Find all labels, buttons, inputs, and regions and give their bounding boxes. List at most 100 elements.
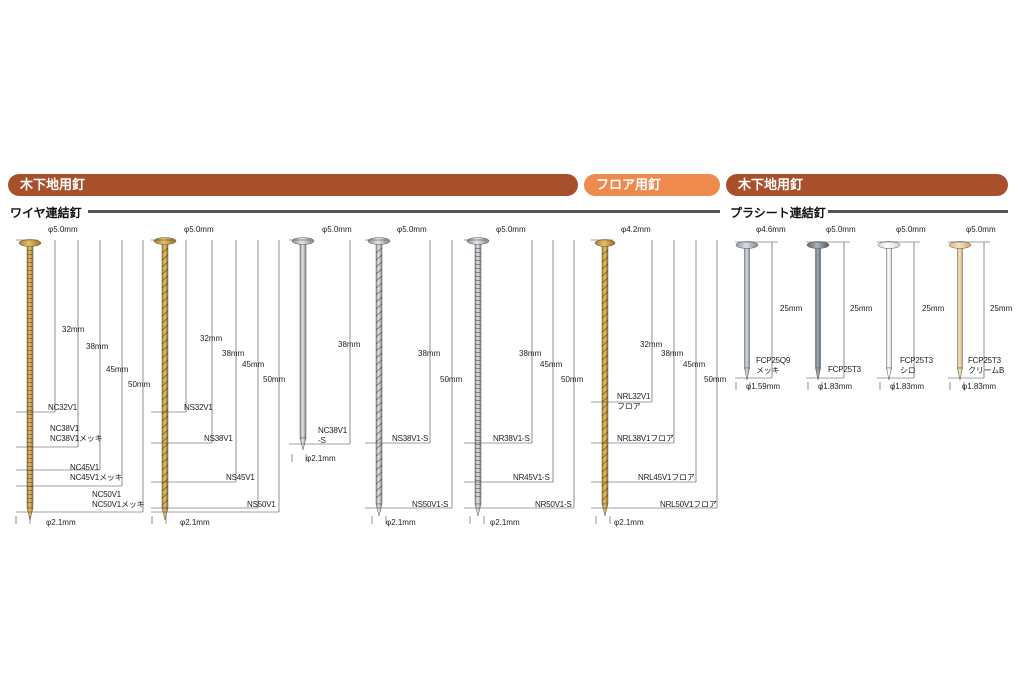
nail-ns-twist [161, 401, 169, 408]
nail-nrl-twist [601, 284, 609, 291]
nail-ns-s-twist [375, 254, 383, 261]
nail-fcp-shiro-shank [886, 247, 892, 369]
g5-len-45: 45mm [540, 360, 563, 369]
nail-ns-twist [161, 450, 169, 457]
nail-nrl-twist [601, 494, 609, 501]
g5-label-nr38v1s: NR38V1-S [493, 434, 530, 443]
nail-nr-s-tip [474, 503, 482, 517]
p2-shank-dia: φ1.83mm [818, 382, 853, 391]
nail-nr-s-ring [474, 471, 482, 474]
nail-ns-s-twist [375, 345, 383, 352]
nail-ns-twist [161, 359, 169, 366]
nail-nc-ring [26, 433, 34, 436]
nail-nr-s-ring [474, 419, 482, 422]
g5-len-50: 50mm [561, 375, 584, 384]
nail-fcp-t3-head [806, 241, 830, 249]
g6-label-nrl38v1: NRL38V1フロア [617, 434, 674, 443]
g1-label-nc38v1: NC38V1 NC38V1メッキ [50, 424, 103, 443]
nail-ns-twist [161, 457, 169, 464]
nail-nc-ring [26, 289, 34, 292]
nail-nc-ring [26, 457, 34, 460]
nail-ns-twist [161, 254, 169, 261]
nail-ns-twist [161, 317, 169, 324]
nail-ns-s-twist [375, 324, 383, 331]
nail-nr-s-ring [474, 427, 482, 430]
p4-head-dia: φ5.0mm [966, 225, 996, 234]
nail-ns-s-twist [375, 422, 383, 429]
nail-ns-twist [161, 387, 169, 394]
nail-nrl-twist [601, 312, 609, 319]
nail-ns-twist [161, 422, 169, 429]
nail-nc-ring [26, 373, 34, 376]
g6-len-38: 38mm [661, 349, 684, 358]
nail-nrl-twist [601, 452, 609, 459]
nail-nrl-twist [601, 375, 609, 382]
nail-ns-s-twist [375, 471, 383, 478]
nail-ns-twist [161, 303, 169, 310]
nail-nr-s-ring [474, 455, 482, 458]
nail-nr-s-ring [474, 475, 482, 478]
nail-fcp-shiro-tip [886, 367, 892, 381]
nail-nc-tip [26, 507, 34, 521]
nail-nrl-twist [601, 340, 609, 347]
g4-head-dia: φ5.0mm [397, 225, 427, 234]
nail-nc-ring [26, 381, 34, 384]
banner-floor: フロア用釘 [584, 174, 720, 196]
subtitle-wire: ワイヤ連結釘 [10, 206, 82, 220]
nail-ns-s-twist [375, 408, 383, 415]
nail-fcp-t3-tip [815, 367, 821, 381]
nail-ns-twist [161, 247, 169, 254]
nail-ns-s-twist [375, 450, 383, 457]
nail-nr-s-ring [474, 395, 482, 398]
nail-nr-s-ring [474, 351, 482, 354]
nail-nr-s-ring [474, 303, 482, 306]
nail-nr-s-ring [474, 267, 482, 270]
g2-len-45: 45mm [242, 360, 265, 369]
nail-ns-s-twist [375, 268, 383, 275]
nail-nr-s-ring [474, 495, 482, 498]
nail-nc-ring [26, 409, 34, 412]
nail-nr-s-ring [474, 391, 482, 394]
nail-nc-ring [26, 385, 34, 388]
g1-label-nc50v1: NC50V1 NC50V1メッキ [92, 490, 145, 509]
nail-ns-s-twist [375, 282, 383, 289]
nail-nc-ring [26, 297, 34, 300]
nail-ns-twist [161, 436, 169, 443]
nail-fcp-q9-head [735, 241, 759, 249]
nail-nr-s-ring [474, 323, 482, 326]
nail-ns-s-twist [375, 387, 383, 394]
g4-label-ns38v1s: NS38V1-S [392, 434, 429, 443]
nail-fcp-cream-tip [957, 367, 963, 381]
nail-ns-s-twist [375, 296, 383, 303]
nail-nc-ring [26, 337, 34, 340]
nail-ns-s-twist [375, 373, 383, 380]
g3-shank-dia: φ2.1mm [306, 454, 336, 463]
g1-label-nc32v1: NC32V1 [48, 403, 78, 412]
nail-nr-s-ring [474, 347, 482, 350]
nail-nc-s-head [291, 237, 315, 245]
nail-nr-s-ring [474, 307, 482, 310]
nail-nrl-twist [601, 445, 609, 452]
nail-ns-s-twist [375, 310, 383, 317]
nail-nr-s-ring [474, 283, 482, 286]
banner-wood-base-left: 木下地用釘 [8, 174, 578, 196]
nail-nr-s-ring [474, 379, 482, 382]
nail-nr-s-ring [474, 339, 482, 342]
nail-nc-ring [26, 369, 34, 372]
nail-nr-s-ring [474, 263, 482, 266]
nail-nc-ring [26, 497, 34, 500]
g1-len-45: 45mm [106, 365, 129, 374]
nail-ns-twist [161, 408, 169, 415]
nail-ns-s-twist [375, 380, 383, 387]
nail-ns-twist [161, 310, 169, 317]
nail-nc-ring [26, 377, 34, 380]
nail-ns-twist [161, 324, 169, 331]
nail-nrl-twist [601, 263, 609, 270]
nail-nr-s-ring [474, 423, 482, 426]
nail-nr-s-ring [474, 335, 482, 338]
nail-nc-ring [26, 477, 34, 480]
nail-nrl-twist [601, 431, 609, 438]
nail-nrl-twist [601, 368, 609, 375]
g5-label-nr45v1s: NR45V1-S [513, 473, 550, 482]
